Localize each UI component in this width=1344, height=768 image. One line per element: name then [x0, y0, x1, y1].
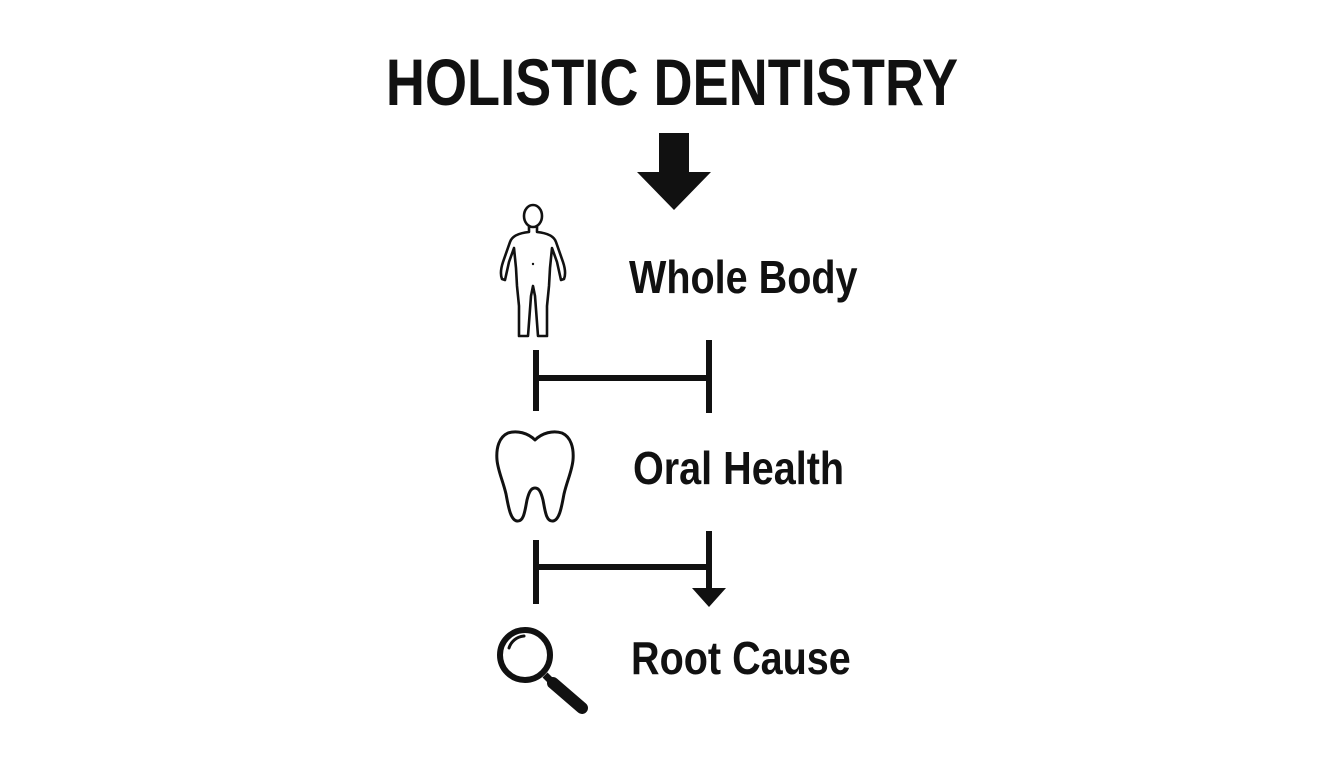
connector-bracket-2 — [533, 531, 712, 604]
connector-bracket-1 — [533, 340, 712, 413]
connector-arrowhead — [692, 588, 726, 607]
step-label-root-cause: Root Cause — [631, 632, 851, 684]
diagram-title: HOLISTIC DENTISTRY — [385, 45, 959, 119]
tooth-icon — [495, 430, 575, 523]
magnifying-glass-icon — [497, 627, 588, 714]
human-body-icon — [499, 203, 567, 338]
step-label-oral-health: Oral Health — [633, 442, 845, 494]
title-down-arrow — [637, 133, 711, 210]
step-label-whole-body: Whole Body — [629, 251, 858, 303]
